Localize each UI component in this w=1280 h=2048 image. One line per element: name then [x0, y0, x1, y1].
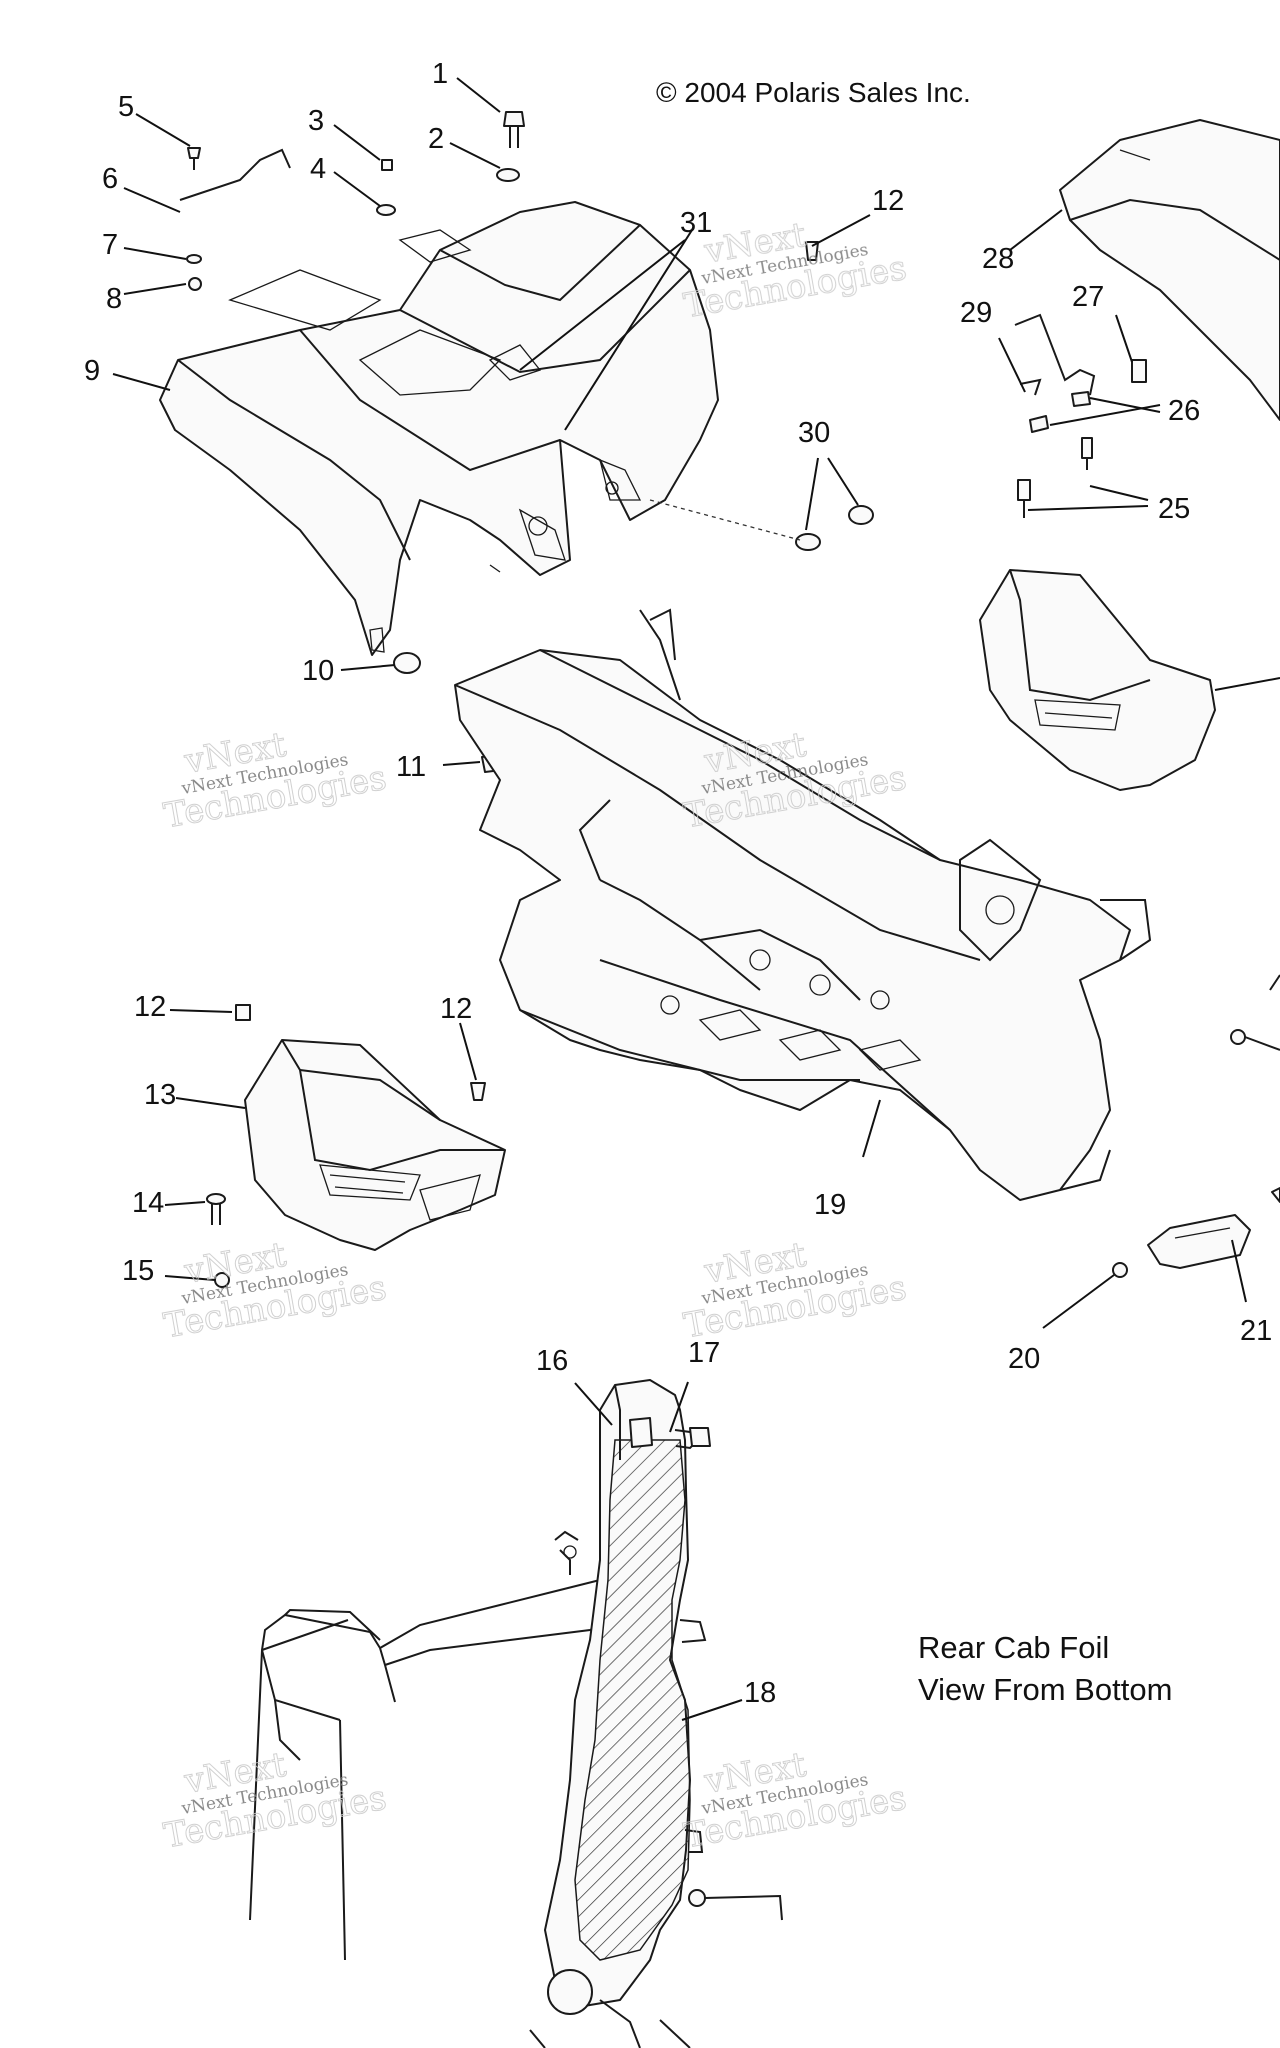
- callout-12-top: 12: [872, 185, 904, 217]
- push-rivet-icon: [470, 1082, 486, 1101]
- callout-12-left: 12: [134, 991, 166, 1023]
- callout-11: 11: [396, 751, 426, 783]
- caption-line-1: Rear Cab Foil: [918, 1630, 1109, 1665]
- bracket-21: [1112, 974, 1280, 1278]
- leader-lines: [112, 77, 1247, 1721]
- callout-18: 18: [744, 1677, 776, 1709]
- callout-12-mid: 12: [440, 993, 472, 1025]
- callout-27: 27: [1072, 281, 1104, 313]
- copyright-text: © 2004 Polaris Sales Inc.: [656, 77, 971, 108]
- footwell-right: [979, 569, 1280, 791]
- callout-31: 31: [680, 207, 712, 239]
- rear-cab-foil: [249, 1379, 783, 2048]
- rear-rack-28: [1059, 119, 1280, 421]
- washers-30: [649, 499, 874, 551]
- callout-20: 20: [1008, 1343, 1040, 1375]
- callout-5: 5: [118, 91, 134, 123]
- callout-6: 6: [102, 163, 118, 195]
- frame: [454, 608, 1152, 1201]
- callout-30: 30: [798, 417, 830, 449]
- callout-13: 13: [144, 1079, 176, 1111]
- callout-10: 10: [302, 655, 334, 687]
- push-rivet-icon: [805, 241, 819, 261]
- callout-1: 1: [432, 58, 448, 90]
- callout-2: 2: [428, 123, 444, 155]
- callout-29: 29: [960, 297, 992, 329]
- callout-9: 9: [84, 355, 100, 387]
- bolt-14: [206, 1193, 226, 1225]
- callout-8: 8: [106, 283, 122, 315]
- callout-16: 16: [536, 1345, 568, 1377]
- callout-15: 15: [122, 1255, 154, 1287]
- callout-21: 21: [1240, 1315, 1272, 1347]
- caption-line-2: View From Bottom: [918, 1672, 1172, 1707]
- rear-cab: [159, 201, 719, 656]
- callout-14: 14: [132, 1187, 164, 1219]
- callout-4: 4: [310, 153, 326, 185]
- callout-28: 28: [982, 243, 1014, 275]
- callout-19: 19: [814, 1189, 846, 1221]
- push-rivet-icon: [235, 1004, 251, 1021]
- callout-3: 3: [308, 105, 324, 137]
- callout-26: 26: [1168, 395, 1200, 427]
- washer-10: [393, 652, 421, 674]
- callout-17: 17: [688, 1337, 720, 1369]
- callout-7: 7: [102, 229, 118, 261]
- callout-25: 25: [1158, 493, 1190, 525]
- hardware-top: [179, 111, 525, 291]
- callouts: 1 2 3 4 5 6 7 8 9 10 11 12 12 12 13 14 1…: [84, 58, 1272, 1709]
- latch-parts: [1014, 313, 1147, 518]
- footwell-left: [244, 1039, 506, 1251]
